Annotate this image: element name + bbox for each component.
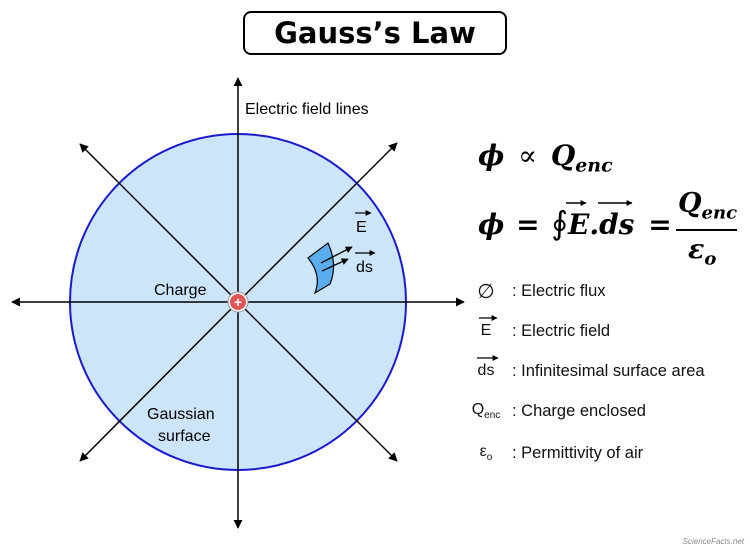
fraction-denominator: εo: [688, 234, 716, 269]
title-box: Gauss’s Law: [243, 11, 507, 55]
legend-row-flux: ∅ : Electric flux: [466, 278, 606, 304]
legend-row-permittivity: εo : Permittivity of air: [466, 440, 643, 466]
surface-element: E ds: [307, 210, 376, 295]
eq2-equals: =: [516, 208, 540, 241]
field-lines: [11, 77, 465, 529]
eq1-phi: ϕ: [478, 139, 505, 172]
area-symbol: ds: [477, 362, 495, 379]
eq2-o: o: [704, 248, 717, 270]
legend-desc-flux: : Electric flux: [512, 281, 606, 300]
equation-gauss: ϕ = ∮E.ds =: [478, 204, 676, 242]
e-vector-arrow: [320, 246, 353, 264]
field-symbol: E: [480, 322, 492, 339]
fraction-numerator: Qenc: [678, 188, 737, 223]
field-line-down-right: [237, 301, 398, 462]
charge-sign: +: [234, 294, 242, 310]
eq2-enc: enc: [701, 202, 738, 224]
eq2-phi: ϕ: [478, 208, 505, 241]
charge-symbol: Qenc: [466, 401, 506, 421]
gaussian-label-line1: Gaussian: [147, 406, 215, 423]
permittivity-symbol-eps: ε: [479, 442, 487, 460]
gaussian-label-line2: surface: [158, 428, 211, 445]
legend-desc-area: : Infinitesimal surface area: [512, 361, 705, 380]
legend-desc-charge: : Charge enclosed: [512, 401, 646, 420]
permittivity-symbol-sub: o: [486, 452, 493, 464]
legend-row-field: E : Electric field: [466, 318, 610, 344]
legend-row-area: ds : Infinitesimal surface area: [466, 358, 705, 384]
eq2-e: E: [568, 208, 590, 241]
legend-desc-permittivity: : Permittivity of air: [512, 443, 644, 462]
eq1-q: Q: [550, 139, 576, 172]
charge-label: Charge: [154, 282, 207, 299]
charge-dot: [230, 294, 246, 310]
charge-symbol-q: Q: [471, 400, 485, 418]
legend-row-charge: Qenc : Charge enclosed: [466, 398, 646, 424]
field-line-up-right: [237, 142, 398, 303]
eq2-integral: ∮: [551, 204, 568, 242]
eq2-epsilon: ε: [688, 234, 705, 265]
field-line-up-left: [79, 143, 239, 303]
eq1-proportional: ∝: [518, 139, 538, 172]
charge-symbol-sub: enc: [484, 410, 501, 422]
ds-label: ds: [356, 259, 373, 276]
e-label: E: [356, 219, 367, 236]
eq2-dot: .: [589, 208, 600, 241]
permittivity-symbol: εo: [466, 443, 506, 463]
field-line-down-left: [79, 301, 239, 462]
eq2-q: Q: [678, 188, 702, 219]
equation-proportional: ϕ ∝ Qenc: [478, 139, 613, 177]
ds-vector-arrow: [321, 258, 349, 272]
page-title: Gauss’s Law: [274, 16, 476, 50]
eq2-equals-2: =: [648, 208, 672, 241]
flux-symbol-icon: ∅: [477, 280, 495, 303]
surface-patch: [307, 242, 335, 295]
legend-desc-field: : Electric field: [512, 321, 611, 340]
eq1-enc: enc: [575, 154, 613, 177]
watermark-logo: ScienceFacts.net: [682, 537, 744, 546]
field-lines-label: Electric field lines: [245, 101, 369, 118]
eq2-ds: ds: [599, 208, 635, 241]
